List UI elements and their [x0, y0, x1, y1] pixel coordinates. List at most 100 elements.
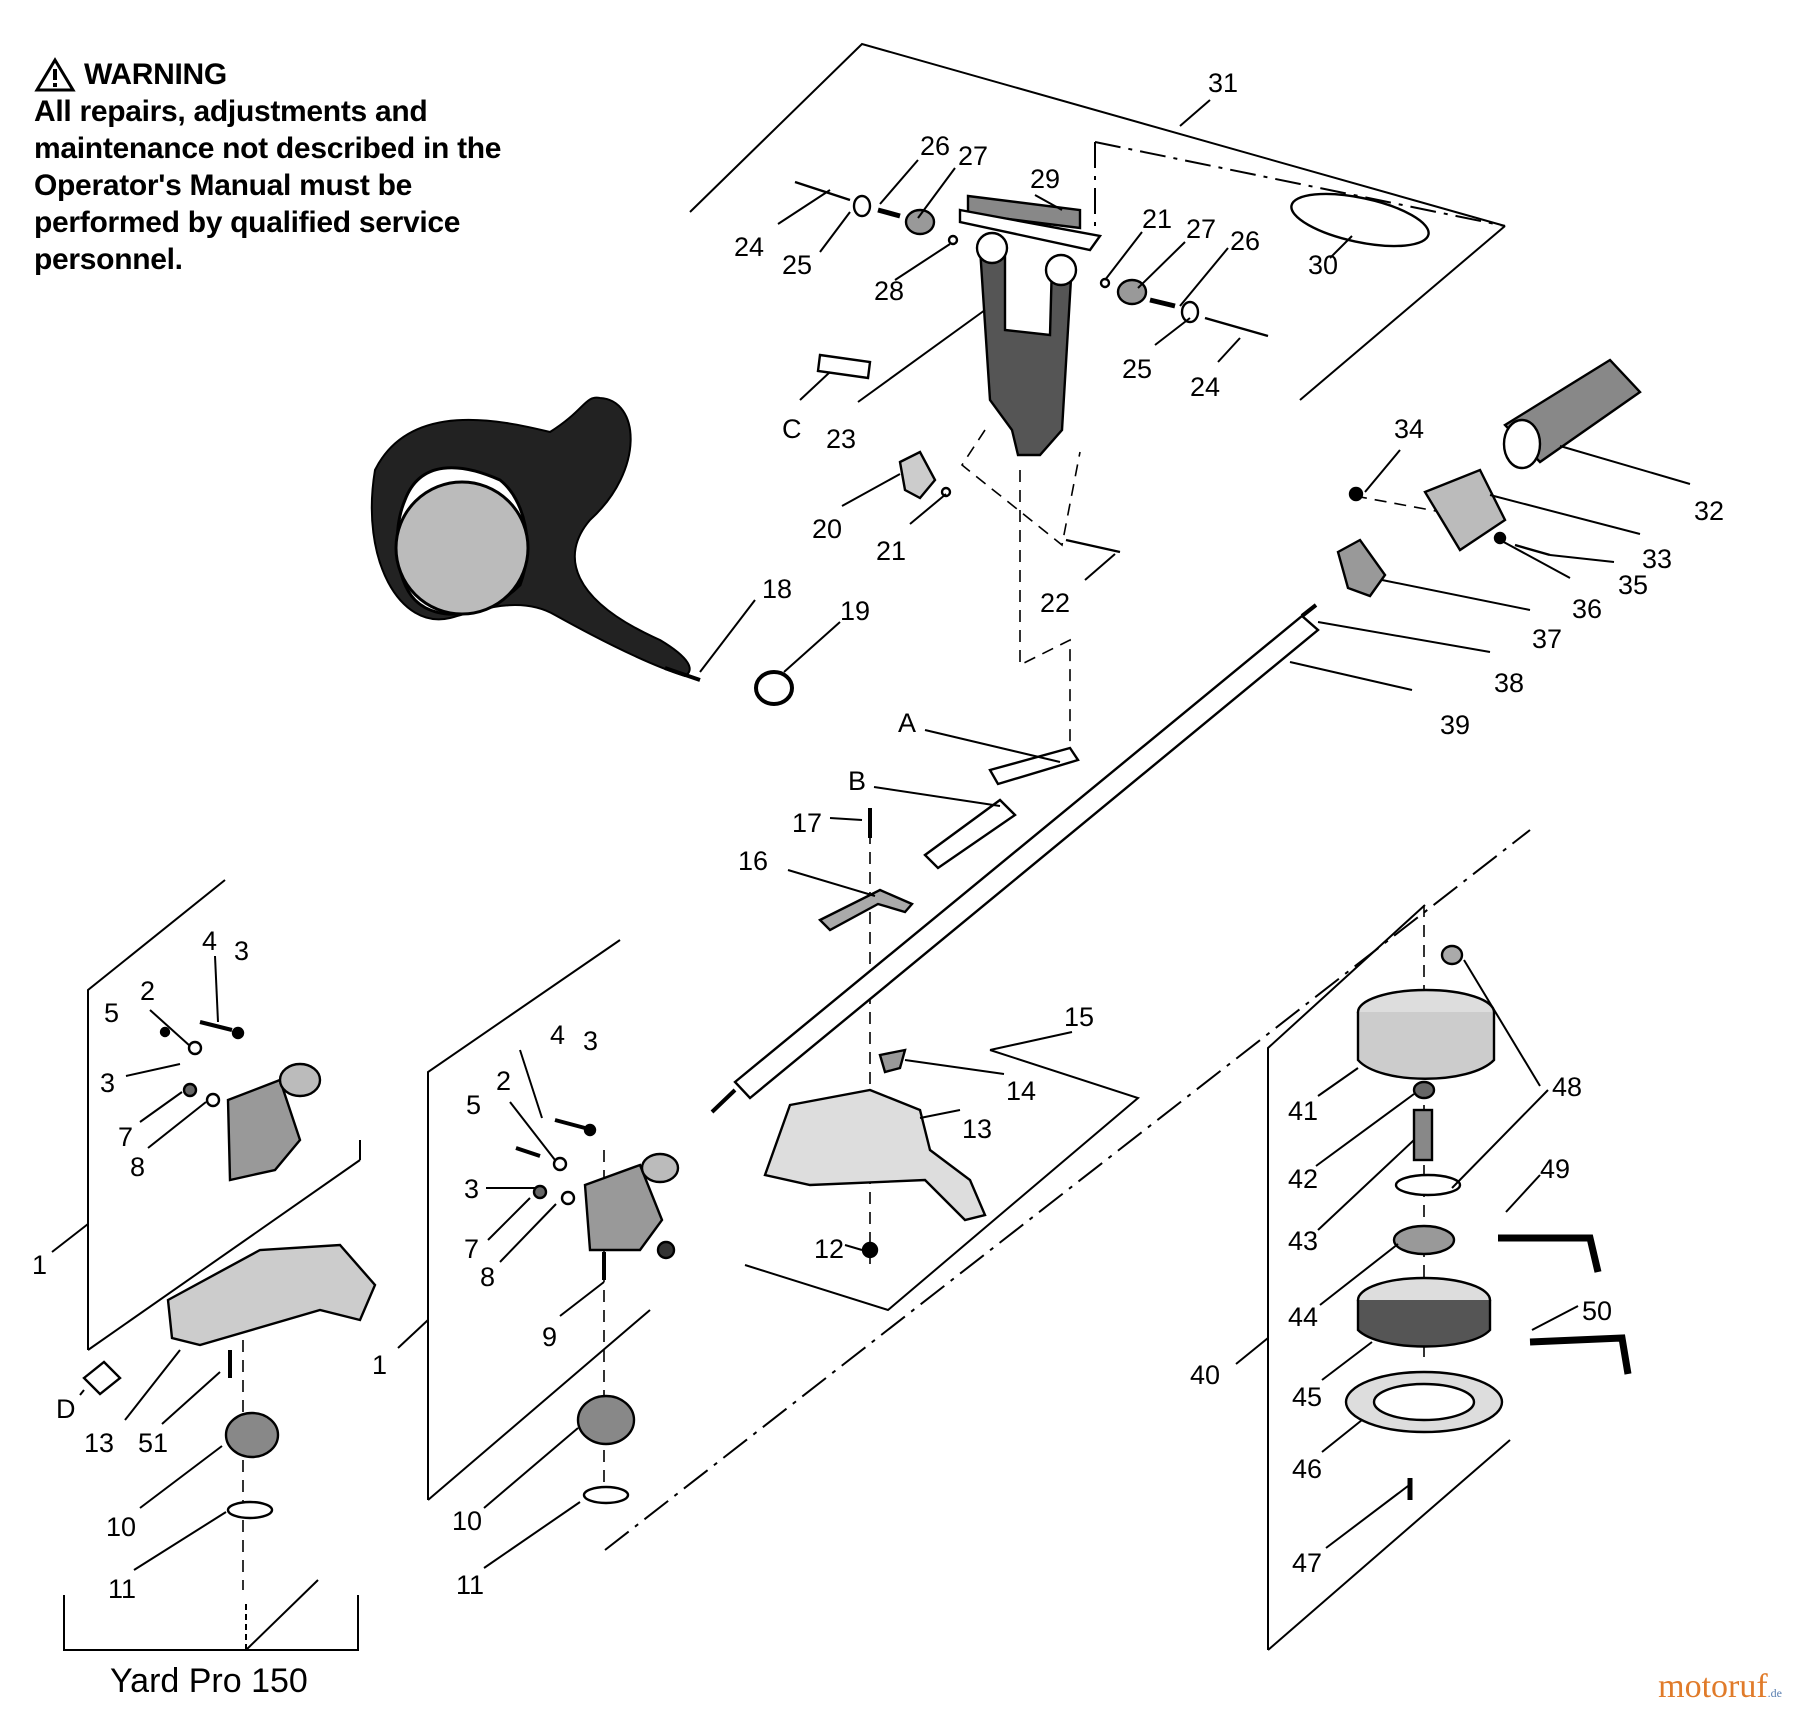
adapter-10-left	[224, 1411, 280, 1459]
outline-centre-chain	[604, 829, 1531, 1551]
callout-22: 22	[1040, 588, 1070, 618]
callout-40: 40	[1190, 1360, 1220, 1390]
callout-b: B	[848, 766, 866, 796]
callout-1a: 1	[32, 1250, 47, 1280]
handle-eye-right	[1044, 253, 1078, 287]
outline-mid-gearbox-bottom	[427, 1309, 651, 1501]
callout-26b: 26	[1230, 226, 1260, 256]
spool-45-body	[1356, 1300, 1492, 1348]
drive-shaft	[710, 603, 1320, 1114]
washer-11-left	[226, 1500, 274, 1520]
grass-shield	[763, 1048, 987, 1259]
ring-19	[754, 670, 794, 706]
callout-43: 43	[1288, 1226, 1318, 1256]
callout-2a: 2	[140, 976, 155, 1006]
nut-42	[1412, 1080, 1436, 1100]
warning-heading: WARNING	[84, 58, 227, 91]
grip-29-bar	[958, 208, 1103, 252]
ball-34	[1348, 486, 1364, 502]
callout-21b: 21	[876, 536, 906, 566]
callout-a: A	[898, 708, 916, 738]
callout-44: 44	[1288, 1302, 1318, 1332]
nut-28	[947, 234, 959, 246]
callout-37: 37	[1532, 624, 1562, 654]
washer-25b	[1180, 300, 1200, 324]
callout-17: 17	[792, 808, 822, 838]
shield-13-left	[166, 1243, 377, 1347]
nut-mid	[656, 1240, 676, 1260]
callout-21a: 21	[1142, 204, 1172, 234]
outline-handle-box	[689, 42, 1506, 227]
harness-hook	[664, 666, 701, 682]
nut-7-mid	[532, 1184, 548, 1200]
outline-mid-gearbox	[427, 939, 621, 1500]
callout-34: 34	[1394, 414, 1424, 444]
callout-27b: 27	[1186, 214, 1216, 244]
group-outlines	[63, 42, 1531, 1651]
callout-labels: 31 26 27 29 21 27 26 30 24 25 28 25 24 C…	[32, 68, 1724, 1604]
washer-8-left	[205, 1092, 221, 1108]
callout-9: 9	[542, 1322, 557, 1352]
shaft-tip	[1300, 603, 1318, 618]
outline-left-gearbox	[87, 879, 226, 1350]
shaft-tube-39	[733, 614, 1320, 1100]
yard-pro-bracket	[63, 1595, 359, 1651]
screw-4-left	[199, 1020, 233, 1032]
callout-32: 32	[1694, 496, 1724, 526]
callout-27a: 27	[958, 141, 988, 171]
callout-26a: 26	[920, 131, 950, 161]
callout-3d: 3	[464, 1174, 479, 1204]
throttle-assembly	[1336, 358, 1642, 598]
washer-11-mid	[582, 1485, 630, 1505]
callout-39: 39	[1440, 710, 1470, 740]
shoulder-harness	[370, 396, 701, 682]
callout-51: 51	[138, 1428, 168, 1458]
callout-16: 16	[738, 846, 768, 876]
throttle-33	[1423, 468, 1507, 552]
sleeve-a	[988, 746, 1080, 786]
callout-13a: 13	[962, 1114, 992, 1144]
nut-12	[861, 1241, 879, 1259]
label-d	[82, 1360, 122, 1396]
callout-1b: 1	[372, 1350, 387, 1380]
callout-30: 30	[1308, 250, 1338, 280]
callout-42: 42	[1288, 1164, 1318, 1194]
callout-25a: 25	[782, 250, 812, 280]
outline-head-box-right	[1267, 1439, 1511, 1651]
wrench-49	[1498, 1234, 1602, 1273]
callout-12: 12	[814, 1234, 844, 1264]
outline-left-gearbox-bottom	[87, 1159, 361, 1351]
label-c	[816, 353, 872, 380]
clamp-20	[898, 450, 937, 500]
washer-2-left	[187, 1040, 203, 1056]
warning-notice: WARNING All repairs, adjustments and mai…	[34, 56, 514, 278]
screw-5-mid	[515, 1146, 541, 1158]
callout-18: 18	[762, 574, 792, 604]
callout-3a: 3	[234, 936, 249, 966]
callout-d: D	[56, 1394, 76, 1424]
nut-7-left	[182, 1082, 198, 1098]
screw-35	[1514, 543, 1551, 557]
callout-47: 47	[1292, 1548, 1322, 1578]
callout-5a: 5	[104, 998, 119, 1028]
grip-29	[966, 194, 1082, 230]
callout-20: 20	[812, 514, 842, 544]
warning-triangle-icon	[34, 56, 76, 91]
callout-23: 23	[826, 424, 856, 454]
outline-shield-box	[744, 1049, 1141, 1312]
cover-46-inner	[1372, 1382, 1476, 1422]
washer-8-mid	[560, 1190, 576, 1206]
outline-handle-box-right	[1299, 225, 1506, 401]
shield-13	[763, 1088, 987, 1222]
screw-4-mid	[554, 1118, 586, 1130]
handle-eye-left	[975, 231, 1009, 265]
gearbox-body-mid	[583, 1163, 664, 1252]
adapter-10-mid	[576, 1394, 636, 1446]
callout-13b: 13	[84, 1428, 114, 1458]
gearbox-collar-mid	[640, 1152, 680, 1184]
handle-assembly	[794, 180, 1430, 554]
watermark-brand: motoruf	[1658, 1668, 1768, 1705]
warning-heading-row: WARNING	[34, 56, 514, 93]
callout-c: C	[782, 414, 802, 444]
